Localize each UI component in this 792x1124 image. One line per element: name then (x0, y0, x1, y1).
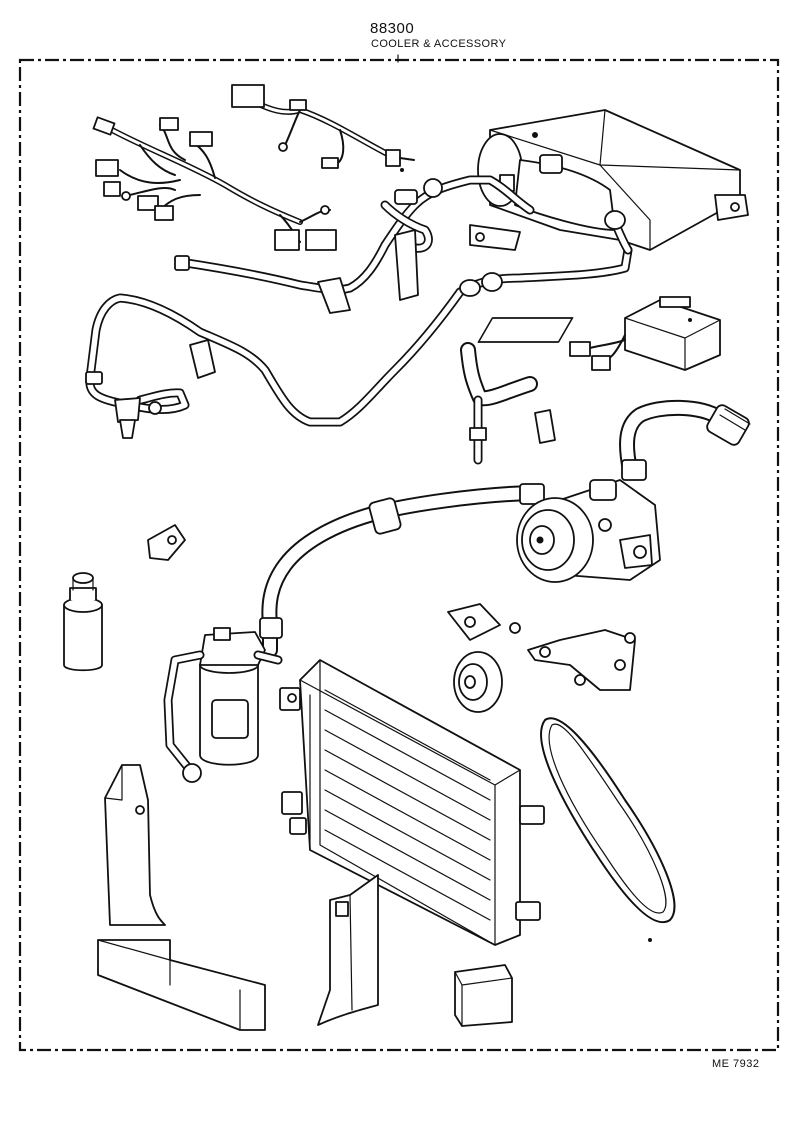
harness-connector-top (231, 84, 265, 108)
refrigerant-can (63, 572, 103, 672)
sealing-pad (477, 317, 574, 343)
compressor (516, 479, 661, 583)
v-belt (540, 717, 676, 924)
hose-bracket (147, 524, 186, 561)
condenser (279, 659, 545, 946)
diagram-border (18, 58, 780, 1052)
idler-bracket (447, 603, 521, 641)
section-title: COOLER & ACCESSORY (371, 38, 507, 50)
pipe-clamp-bracket (394, 229, 419, 301)
compressor-mount-bracket (527, 629, 636, 691)
pressure-switch (114, 388, 190, 439)
wire-harness-center (231, 84, 415, 169)
fender-cover-left (104, 764, 166, 926)
fender-cover-right (317, 874, 379, 1026)
wire-harness-left (92, 116, 337, 251)
idler-pulley (453, 651, 503, 713)
insulation-block (97, 939, 266, 1031)
evaporator-bracket (469, 224, 521, 251)
seal-block (454, 964, 513, 1027)
pipe-union-nut (423, 178, 443, 198)
evaporator-cooling-unit (469, 109, 749, 251)
relay-amplifier (569, 296, 721, 371)
drain-hose (460, 342, 538, 465)
small-bracket-clip (534, 409, 556, 444)
refrigerant-pipes-upper (85, 175, 633, 427)
figure-number: ME 7932 (712, 1058, 760, 1070)
suction-hose (619, 399, 751, 481)
part-group-code: 88300 (370, 20, 415, 37)
receiver-drier (163, 627, 283, 783)
discharge-hose (259, 483, 545, 658)
